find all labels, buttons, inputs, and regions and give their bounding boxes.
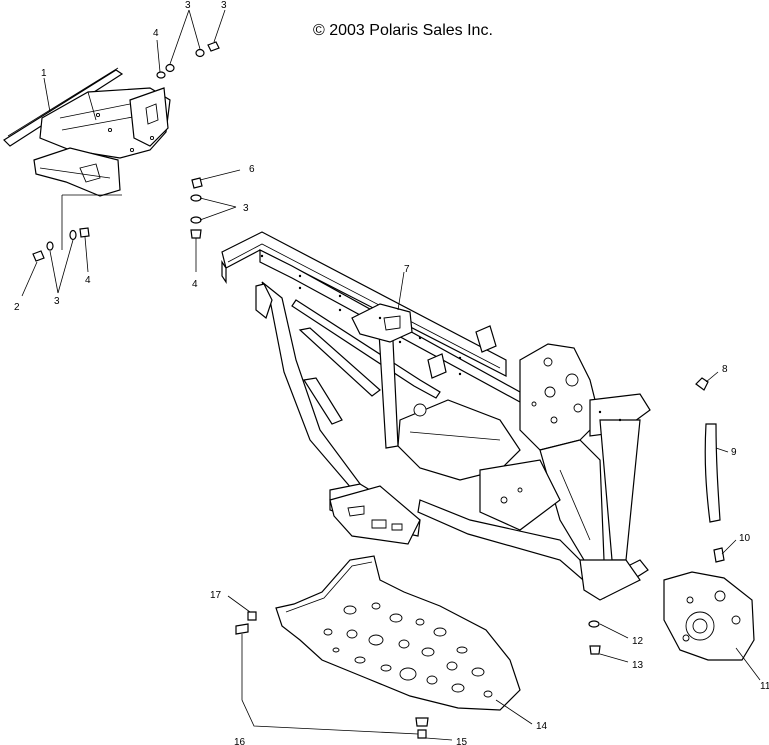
callout-2: 2 [14,302,20,313]
callout-14: 14 [536,721,548,732]
callout-7: 7 [404,264,410,275]
hardware-12-13 [588,620,629,663]
callout-labels: 1 2 3 3 3 3 4 4 4 6 7 8 9 10 11 12 13 14… [14,0,769,745]
callout-13: 13 [632,660,644,671]
callout-4c: 4 [85,275,91,286]
hardware-mid [190,169,241,272]
callout-3c: 3 [54,296,60,307]
callout-15: 15 [456,737,468,745]
callout-10: 10 [739,533,751,544]
callout-3d: 3 [221,0,227,11]
main-frame [221,231,651,601]
front-bumper-assembly [3,67,171,250]
callout-3a: 3 [185,0,191,11]
hardware-top [156,9,226,79]
callout-17: 17 [210,590,222,601]
callout-6: 6 [249,164,255,175]
callout-16: 16 [234,737,246,745]
hardware-15-16-17 [227,595,453,741]
skid-plate [275,555,533,725]
callout-12: 12 [632,636,644,647]
copyright-notice: © 2003 Polaris Sales Inc. [313,22,493,39]
callout-9: 9 [731,447,737,458]
callout-11: 11 [760,681,769,692]
callout-4a: 4 [153,28,159,39]
right-side-parts [663,371,761,681]
callout-8: 8 [722,364,728,375]
callout-3b: 3 [243,203,249,214]
hardware-left [21,227,90,297]
callout-4b: 4 [192,279,198,290]
callout-1: 1 [41,68,47,79]
